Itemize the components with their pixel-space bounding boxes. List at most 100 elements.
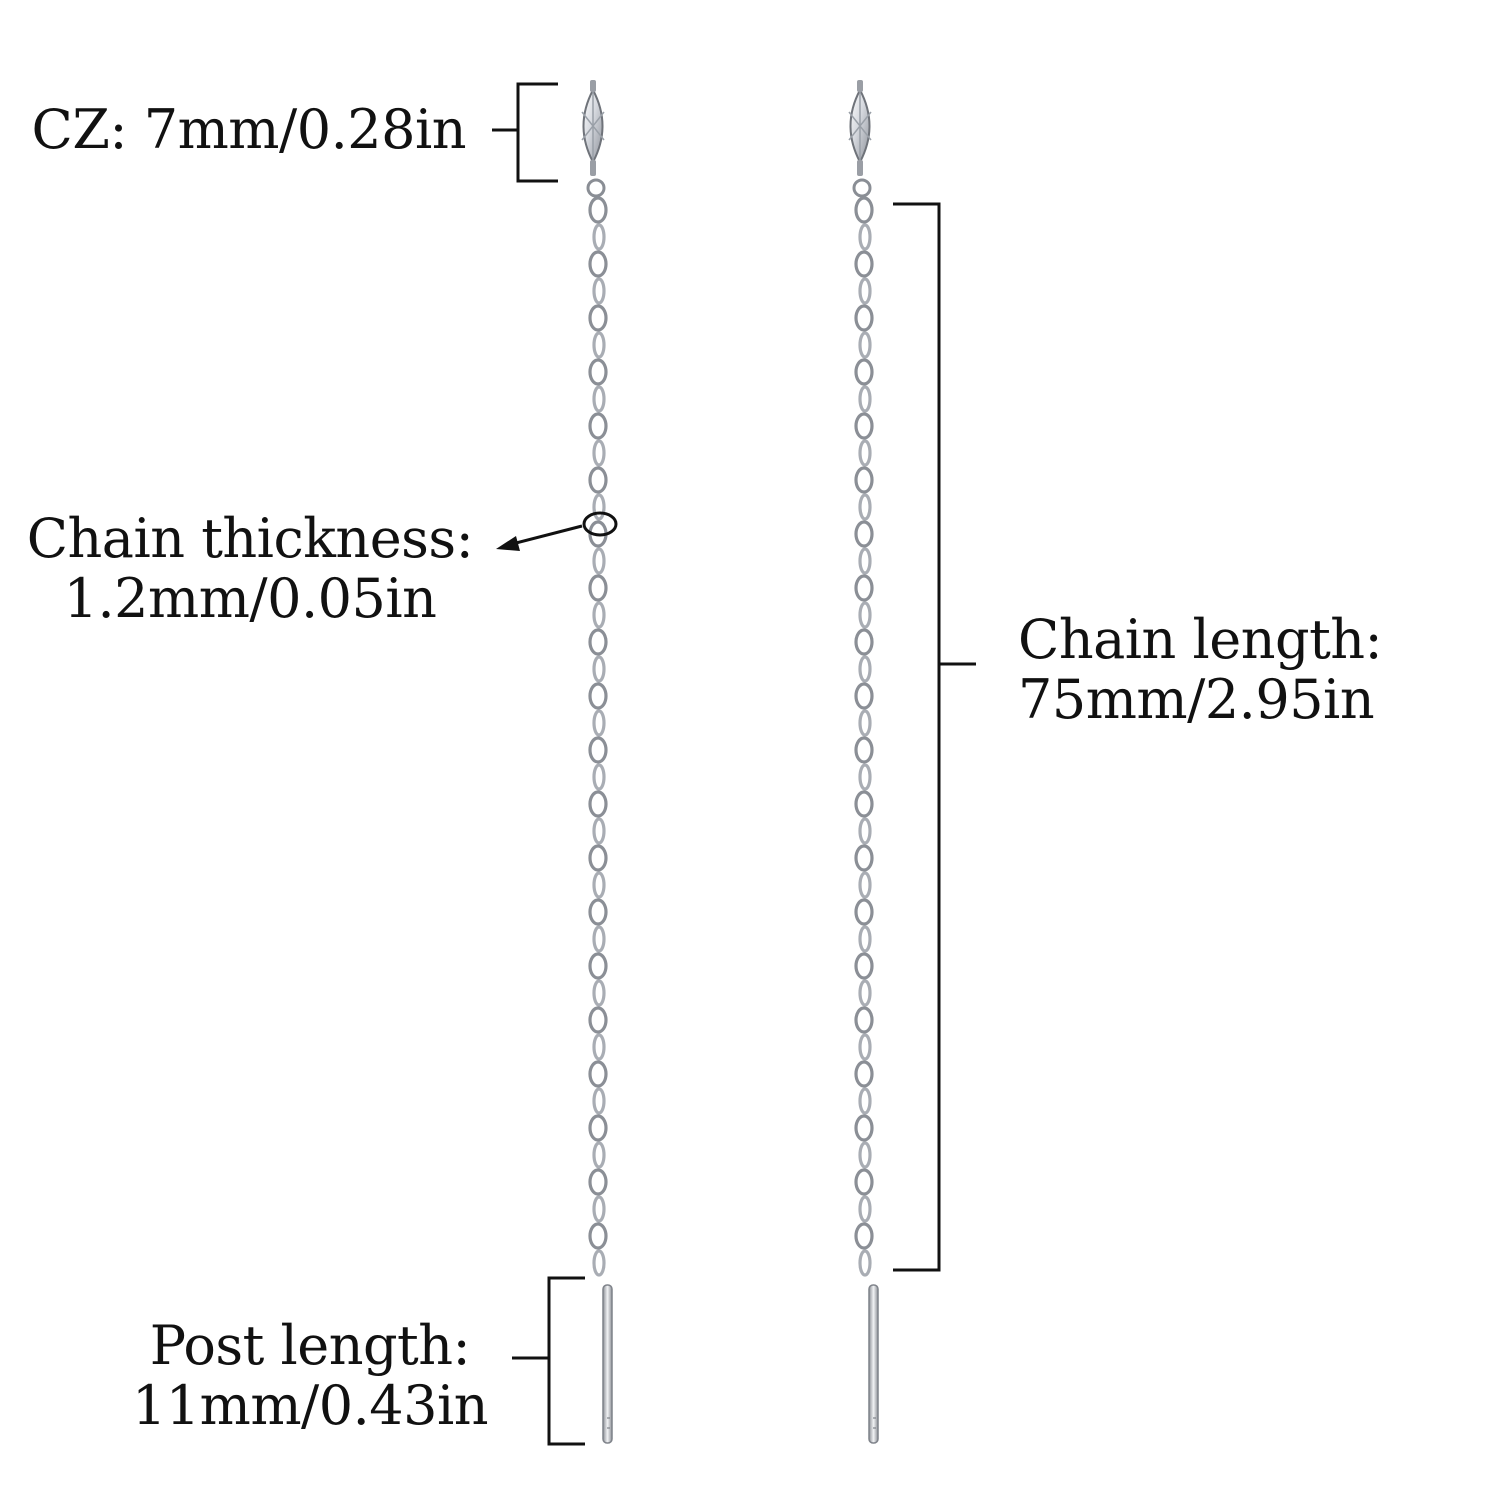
- chain-link-right: [854, 952, 874, 980]
- chain-link-left: [592, 655, 606, 683]
- chain-link-right: [858, 1249, 872, 1277]
- post-length-dimension-bracket: [512, 1276, 585, 1446]
- chain-length-label: Chain length: 75mm/2.95in: [1018, 610, 1478, 730]
- marquise-gem-left: [581, 80, 606, 198]
- chain-link-right: [854, 412, 874, 440]
- chain-link-right: [858, 223, 872, 251]
- prong-top-left: [590, 80, 596, 92]
- chain-thickness-callout: [496, 511, 618, 551]
- chain-length-value: 75mm/2.95in: [1018, 668, 1375, 731]
- post-length-value: 11mm/0.43in: [131, 1374, 489, 1437]
- chain-link-right: [858, 1033, 872, 1061]
- chain-link-left: [592, 547, 606, 575]
- chain-link-right: [858, 331, 872, 359]
- chain-link-right: [858, 439, 872, 467]
- chain-thickness-value: 1.2mm/0.05in: [63, 567, 437, 630]
- chain-link-left: [592, 763, 606, 791]
- marquise-gem-right: [848, 80, 872, 198]
- chain-link-left: [592, 817, 606, 845]
- chain-link-right: [854, 898, 874, 926]
- post-length-label: Post length: 11mm/0.43in: [120, 1316, 500, 1436]
- chain-link-left: [588, 574, 608, 602]
- chain-link-right: [854, 1114, 874, 1142]
- cz-dimension-bracket: [492, 82, 558, 183]
- post-right: [868, 1284, 879, 1444]
- chain-link-right: [854, 736, 874, 764]
- chain-link-right: [854, 1060, 874, 1088]
- chain-link-left: [588, 952, 608, 980]
- jump-ring-left: [586, 178, 606, 198]
- chain-link-left: [588, 250, 608, 278]
- chain-link-right: [858, 277, 872, 305]
- chain-link-right: [854, 304, 874, 332]
- chain-link-left: [592, 709, 606, 737]
- chain-link-right: [858, 979, 872, 1007]
- chain-link-left: [592, 331, 606, 359]
- prong-bottom-right: [857, 160, 863, 176]
- chain-link-right: [854, 844, 874, 872]
- chain-thickness-title: Chain thickness:: [26, 507, 474, 570]
- chain-link-right: [858, 1195, 872, 1223]
- chain-link-left: [592, 1033, 606, 1061]
- chain-link-left: [588, 1006, 608, 1034]
- chain-link-left: [588, 736, 608, 764]
- chain-length-title: Chain length:: [1018, 608, 1383, 671]
- chain-link-right: [858, 763, 872, 791]
- chain-link-left: [588, 628, 608, 656]
- chain-link-left: [592, 1087, 606, 1115]
- chain-right: [854, 196, 874, 1277]
- chain-link-right: [858, 1141, 872, 1169]
- chain-link-left: [588, 1060, 608, 1088]
- chain-link-right: [854, 196, 874, 224]
- chain-link-left: [592, 1195, 606, 1223]
- chain-link-left: [592, 925, 606, 953]
- chain-link-right: [854, 682, 874, 710]
- chain-link-left: [588, 304, 608, 332]
- chain-thickness-label: Chain thickness: 1.2mm/0.05in: [20, 509, 480, 629]
- chain-link-left: [592, 601, 606, 629]
- arrow-head-icon: [496, 536, 520, 551]
- jump-ring-right: [852, 178, 872, 198]
- chain-link-right: [858, 655, 872, 683]
- chain-link-right: [858, 385, 872, 413]
- prong-top-right: [857, 80, 863, 92]
- cz-label: CZ: 7mm/0.28in: [20, 98, 467, 161]
- chain-link-right: [854, 1222, 874, 1250]
- chain-link-right: [858, 601, 872, 629]
- chain-link-left: [588, 196, 608, 224]
- chain-link-left: [588, 1168, 608, 1196]
- chain-length-dimension-bracket: [893, 202, 976, 1272]
- chain-link-left: [592, 223, 606, 251]
- chain-link-left: [588, 790, 608, 818]
- chain-link-right: [858, 925, 872, 953]
- earring-right: [848, 80, 879, 1444]
- chain-link-right: [858, 709, 872, 737]
- chain-link-right: [858, 871, 872, 899]
- chain-link-right: [858, 1087, 872, 1115]
- chain-link-left: [588, 1222, 608, 1250]
- chain-link-left: [588, 898, 608, 926]
- cz-name: CZ:: [31, 98, 128, 161]
- chain-link-right: [854, 1006, 874, 1034]
- chain-link-left: [592, 277, 606, 305]
- chain-link-right: [854, 790, 874, 818]
- chain-link-left: [592, 493, 606, 521]
- chain-link-left: [592, 871, 606, 899]
- chain-left: [588, 196, 608, 1277]
- prong-bottom-left: [590, 160, 596, 176]
- chain-link-left: [592, 1141, 606, 1169]
- chain-link-left: [588, 682, 608, 710]
- chain-link-right: [854, 250, 874, 278]
- thickness-highlight-ellipse: [582, 511, 618, 537]
- chain-link-right: [854, 520, 874, 548]
- chain-link-left: [588, 844, 608, 872]
- post-length-title: Post length:: [149, 1314, 471, 1377]
- earring-left: [581, 80, 613, 1444]
- chain-link-right: [854, 1168, 874, 1196]
- chain-link-right: [854, 466, 874, 494]
- chain-link-left: [592, 385, 606, 413]
- chain-link-right: [858, 817, 872, 845]
- chain-link-left: [592, 979, 606, 1007]
- chain-link-left: [588, 466, 608, 494]
